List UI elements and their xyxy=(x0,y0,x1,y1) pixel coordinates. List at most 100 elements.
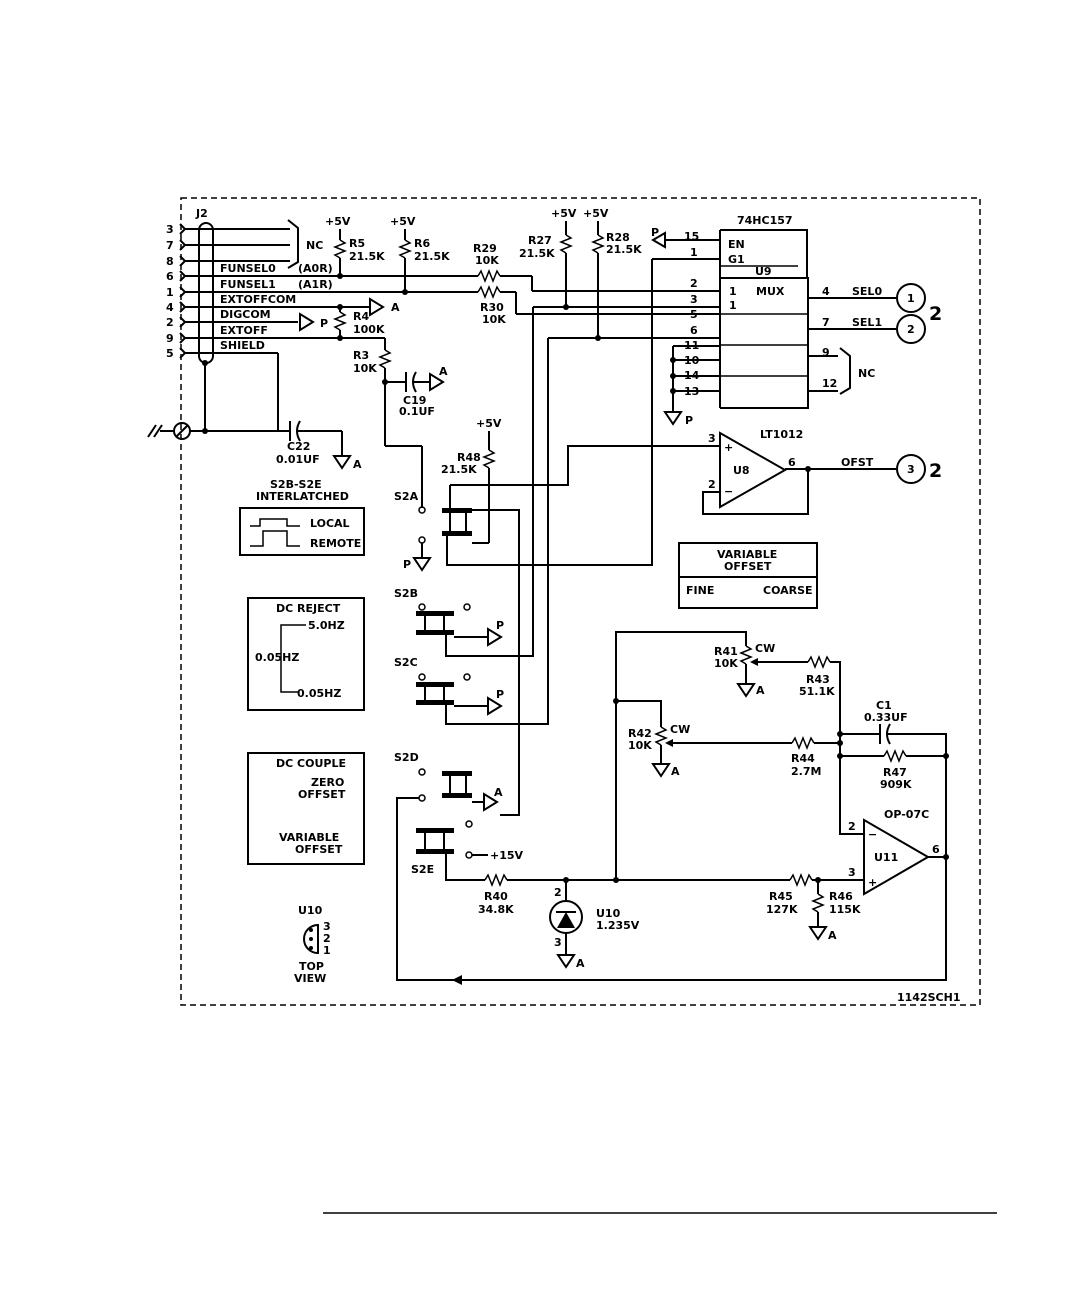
svg-text:7: 7 xyxy=(166,239,174,252)
svg-text:1: 1 xyxy=(729,285,737,298)
resistor-r44: R44 2.7M xyxy=(791,731,843,778)
svg-text:12: 12 xyxy=(822,377,837,390)
svg-text:909K: 909K xyxy=(880,778,912,791)
svg-text:R28: R28 xyxy=(606,231,630,244)
svg-text:LOCAL: LOCAL xyxy=(310,517,350,530)
svg-text:OFFSET: OFFSET xyxy=(295,843,343,856)
svg-text:10: 10 xyxy=(684,354,700,367)
svg-text:2: 2 xyxy=(166,316,174,329)
svg-text:1: 1 xyxy=(907,292,915,305)
connector-j2: J2 3 7 8 6 1 4 2 9 5 NC FUNSEL0 (A0R) FU… xyxy=(166,207,405,364)
svg-text:1.235V: 1.235V xyxy=(596,919,640,932)
svg-text:51.1K: 51.1K xyxy=(799,685,835,698)
svg-text:21.5K: 21.5K xyxy=(349,250,385,263)
svg-text:2: 2 xyxy=(323,932,331,945)
svg-text:1: 1 xyxy=(729,299,737,312)
svg-text:A: A xyxy=(756,684,765,697)
svg-text:P: P xyxy=(496,688,504,701)
svg-text:U9: U9 xyxy=(755,265,772,278)
r3-c19-filter: A R3 10K C19 0.1UF xyxy=(353,338,448,508)
svg-text:OFFSET: OFFSET xyxy=(298,788,346,801)
pot-r42: A R42 10K CW xyxy=(616,700,792,778)
resistor-r40: R40 34.8K xyxy=(478,872,790,916)
shield-chassis-ground: A C22 0.01UF xyxy=(147,353,362,471)
svg-text:6: 6 xyxy=(932,843,940,856)
svg-text:10K: 10K xyxy=(353,362,377,375)
svg-text:R4: R4 xyxy=(353,310,369,323)
svg-text:2.7M: 2.7M xyxy=(791,765,821,778)
switch-s2d: S2D A xyxy=(394,751,503,981)
svg-text:3: 3 xyxy=(323,920,331,933)
svg-text:21.5K: 21.5K xyxy=(441,463,477,476)
svg-text:C19: C19 xyxy=(403,394,426,407)
resistor-r43: R43 51.1K xyxy=(799,654,851,835)
svg-text:−: − xyxy=(724,485,733,498)
svg-text:R3: R3 xyxy=(353,349,369,362)
svg-text:3: 3 xyxy=(166,223,174,236)
svg-text:R45: R45 xyxy=(769,890,793,903)
svg-text:11: 11 xyxy=(684,339,699,352)
svg-text:MUX: MUX xyxy=(756,285,785,298)
svg-text:R44: R44 xyxy=(791,752,815,765)
svg-text:3: 3 xyxy=(907,463,915,476)
svg-text:10K: 10K xyxy=(628,739,652,752)
svg-text:CW: CW xyxy=(755,642,775,655)
svg-text:74HC157: 74HC157 xyxy=(737,214,793,227)
r29-series: R29 10K xyxy=(340,242,720,292)
svg-text:2: 2 xyxy=(708,478,716,491)
svg-text:P: P xyxy=(496,619,504,632)
sel-sheet-number: 2 xyxy=(929,303,942,325)
svg-text:A: A xyxy=(671,765,680,778)
svg-text:OFFSET: OFFSET xyxy=(724,560,772,573)
svg-text:TOP: TOP xyxy=(299,960,324,973)
svg-text:8: 8 xyxy=(166,255,174,268)
svg-text:U8: U8 xyxy=(733,464,750,477)
svg-text:OFST: OFST xyxy=(841,456,874,469)
svg-text:S2D: S2D xyxy=(394,751,419,764)
svg-text:VARIABLE: VARIABLE xyxy=(717,548,777,561)
svg-text:+5V: +5V xyxy=(551,207,577,220)
svg-text:SEL1: SEL1 xyxy=(852,316,882,329)
resistor-r47: R47 909K xyxy=(837,748,949,791)
svg-text:7: 7 xyxy=(822,316,830,329)
reference-u10: A 2 3 U10 1.235V xyxy=(549,880,640,970)
svg-text:5: 5 xyxy=(166,347,174,360)
resistor-r46: A R46 115K xyxy=(808,880,861,942)
mux-74hc157: 74HC157 EN G1 U9 1 MUX 1 P 15 1 2 3 5 6 xyxy=(651,214,896,427)
svg-text:R43: R43 xyxy=(806,673,830,686)
opamp-u8: LT1012 + − U8 3 2 6 OFST 3 2 xyxy=(450,428,942,515)
signal-extoffcom: EXTOFFCOM xyxy=(220,293,296,306)
svg-text:0.05HZ: 0.05HZ xyxy=(255,651,299,664)
svg-text:P: P xyxy=(320,317,328,330)
resistor-r45: R45 127K xyxy=(766,872,840,916)
svg-text:U11: U11 xyxy=(874,851,898,864)
svg-text:LT1012: LT1012 xyxy=(760,428,803,441)
svg-text:COARSE: COARSE xyxy=(763,584,813,597)
svg-text:+5V: +5V xyxy=(476,417,502,430)
j2-pin-8: 8 xyxy=(166,255,290,268)
r4-resistor: R4 100K xyxy=(332,307,385,341)
svg-text:REMOTE: REMOTE xyxy=(310,537,361,550)
svg-text:+5V: +5V xyxy=(390,215,416,228)
capacitor-c1: C1 0.33UF xyxy=(840,699,947,756)
svg-text:R29: R29 xyxy=(473,242,497,255)
svg-text:0.33UF: 0.33UF xyxy=(864,711,908,724)
svg-text:2: 2 xyxy=(690,277,698,290)
legend-dc-couple: DC COUPLE ZERO OFFSET VARIABLE OFFSET xyxy=(247,752,365,865)
svg-text:+15V: +15V xyxy=(490,849,524,862)
svg-text:10K: 10K xyxy=(482,313,506,326)
j2-pin-5: 5 xyxy=(166,347,278,360)
sel0-offpage: SEL0 1 xyxy=(852,283,926,313)
u10-top-view: U10 3 2 1 TOP VIEW xyxy=(294,904,331,985)
svg-text:R5: R5 xyxy=(349,237,365,250)
svg-text:34.8K: 34.8K xyxy=(478,903,514,916)
svg-text:4: 4 xyxy=(822,285,830,298)
svg-text:ZERO: ZERO xyxy=(311,776,344,789)
switch-s2a: S2A P xyxy=(394,259,653,816)
schematic-border xyxy=(180,197,981,1006)
svg-text:0.05HZ: 0.05HZ xyxy=(297,687,341,700)
svg-text:0.1UF: 0.1UF xyxy=(399,405,435,418)
svg-text:15: 15 xyxy=(684,230,699,243)
svg-text:2: 2 xyxy=(907,323,915,336)
